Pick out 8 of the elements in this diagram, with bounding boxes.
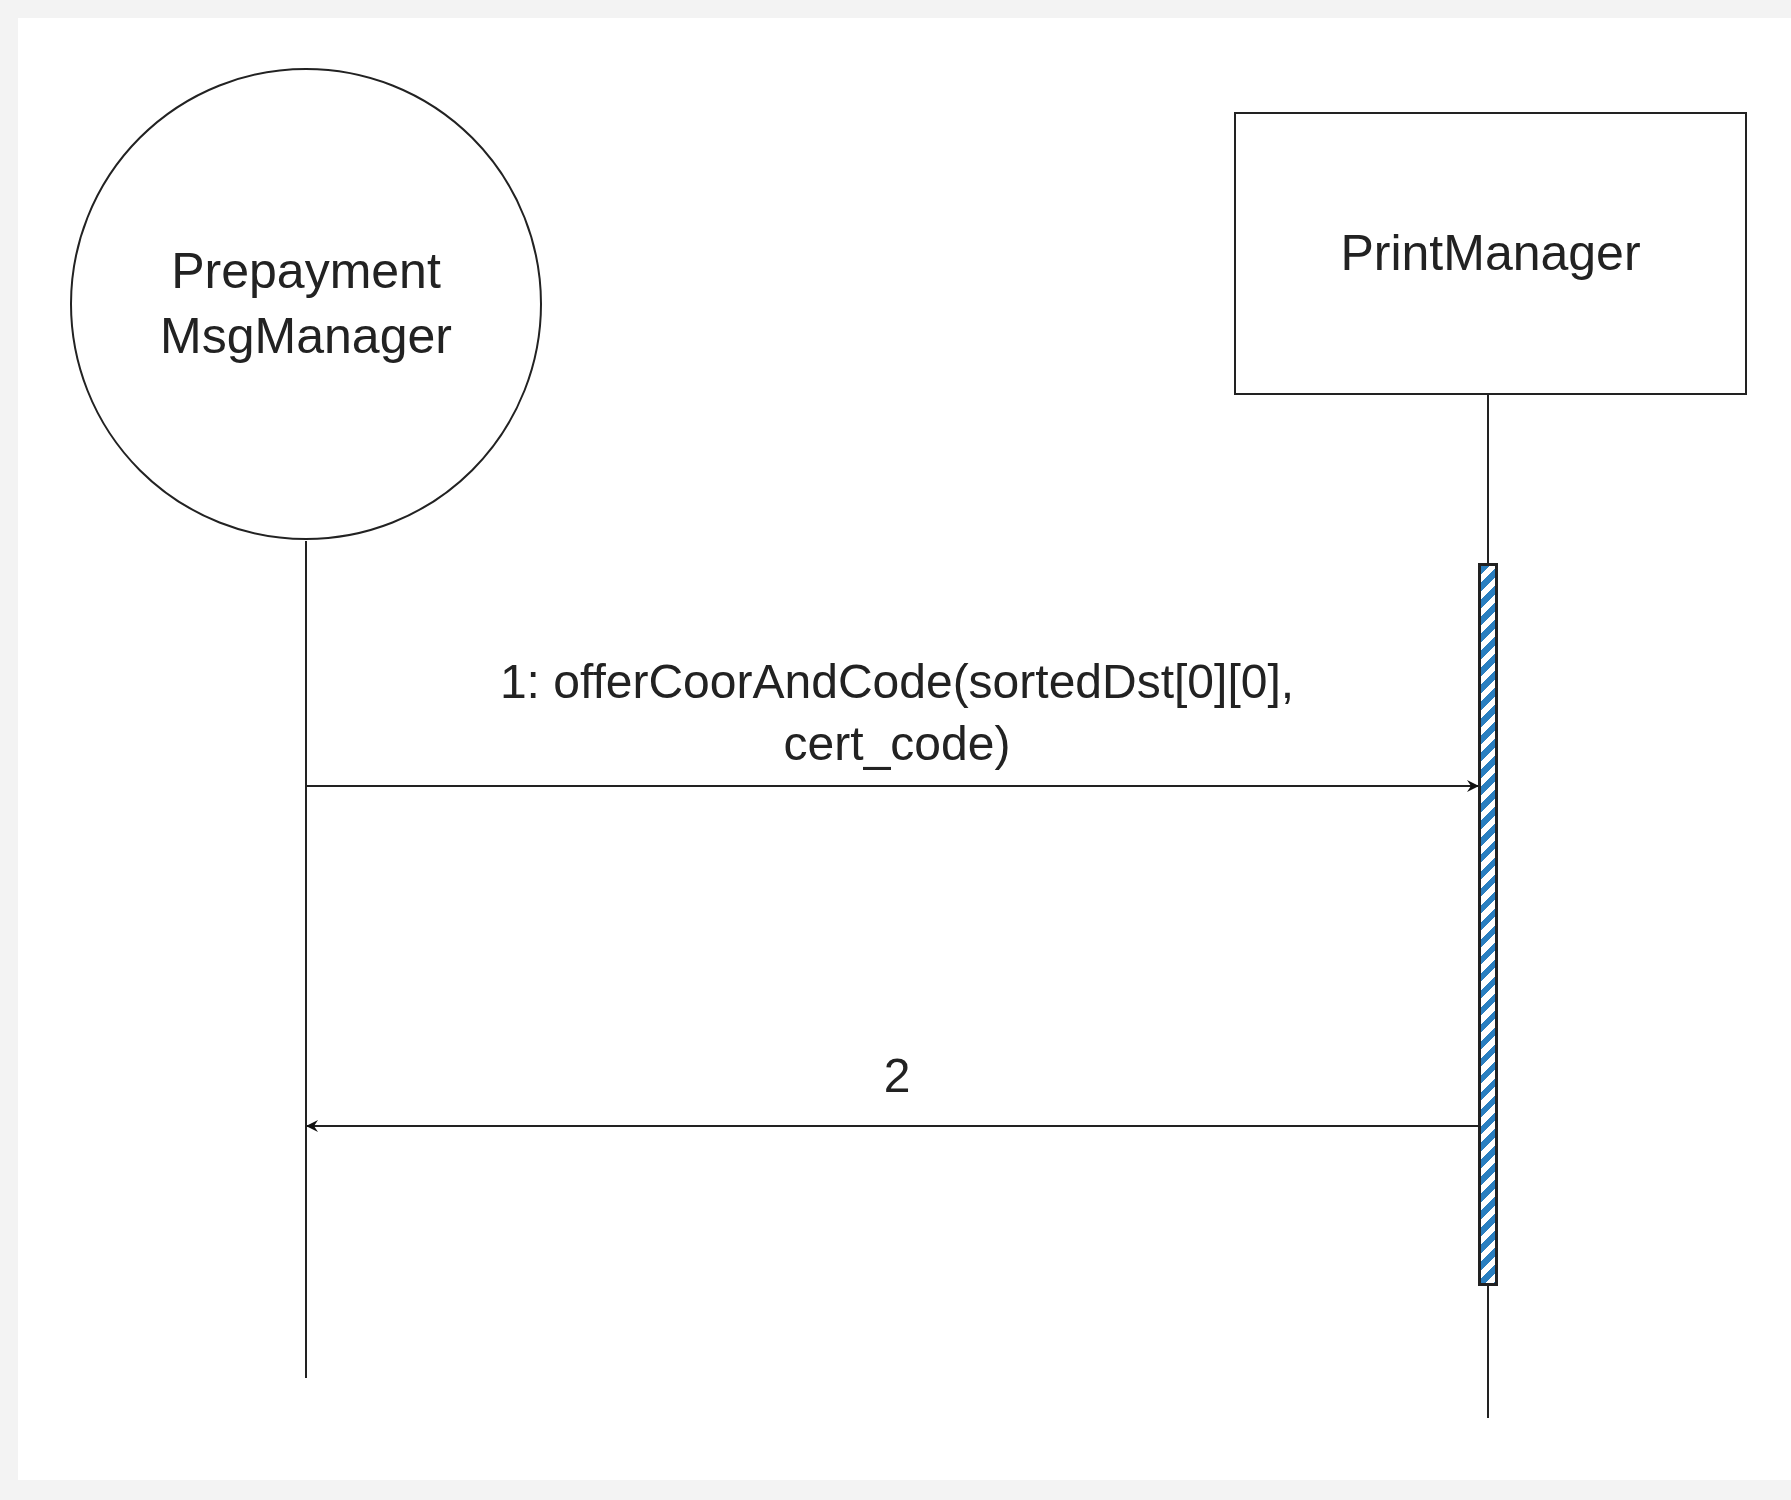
participant-box (1234, 112, 1747, 395)
lifeline (305, 541, 307, 1378)
participant-name: Prepayment MsgManager (159, 242, 453, 366)
message-arrow (306, 780, 1479, 792)
message-arrow (306, 1120, 1479, 1132)
lifeline (1487, 394, 1489, 564)
participant-name: PrintManager (1340, 224, 1641, 283)
activation-bar (1478, 563, 1498, 1286)
